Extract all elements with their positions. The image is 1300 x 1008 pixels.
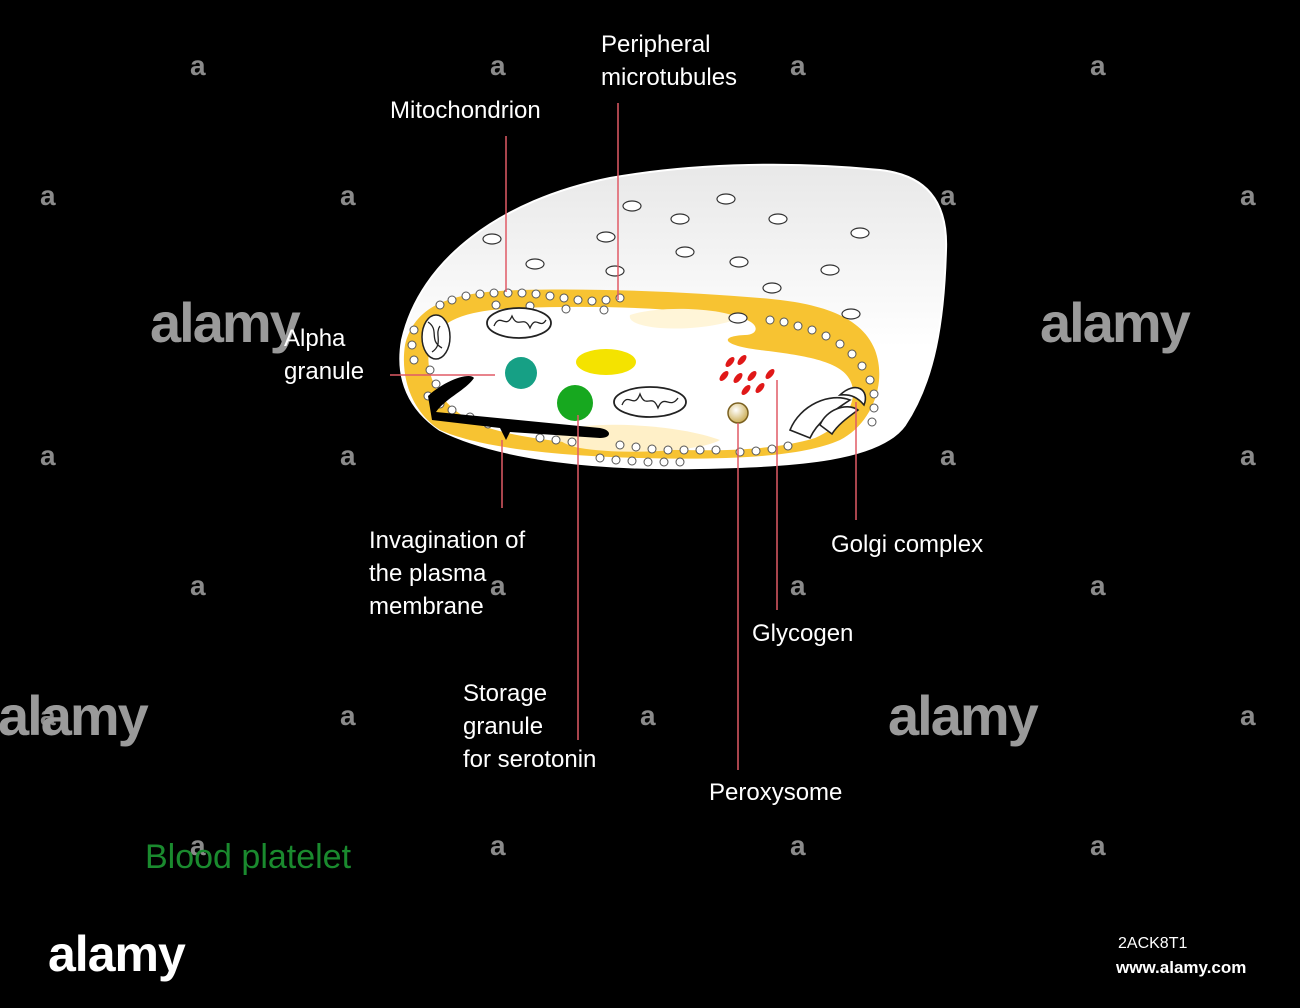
svg-text:alamy: alamy (888, 684, 1039, 747)
membrane-invagination (428, 376, 609, 440)
svg-text:alamy: alamy (1040, 291, 1191, 354)
svg-text:a: a (790, 570, 806, 601)
svg-text:a: a (1090, 50, 1106, 81)
label-line: Alpha (284, 325, 346, 352)
label-peripheral-microtubules: Peripheral microtubules (601, 28, 737, 94)
svg-text:a: a (790, 50, 806, 81)
svg-text:a: a (790, 830, 806, 861)
svg-text:a: a (490, 830, 506, 861)
label-line: Invagination of (369, 527, 526, 554)
svg-text:a: a (40, 180, 56, 211)
svg-text:a: a (190, 830, 206, 861)
svg-text:a: a (1240, 440, 1256, 471)
label-line: microtubules (601, 64, 738, 91)
svg-text:alamy: alamy (0, 684, 149, 747)
svg-text:a: a (40, 700, 56, 731)
label-line: Peripheral (601, 31, 711, 58)
svg-text:a: a (1240, 180, 1256, 211)
label-golgi-complex: Golgi complex (831, 528, 983, 561)
mitochondrion-middle (613, 386, 687, 418)
svg-text:a: a (490, 50, 506, 81)
label-line: for serotonin (463, 746, 597, 773)
label-line: Mitochondrion (390, 97, 541, 124)
label-line: membrane (369, 593, 484, 620)
lipid-granule (576, 349, 636, 375)
svg-text:a: a (190, 50, 206, 81)
label-line: Peroxysome (709, 779, 843, 806)
label-mitochondrion: Mitochondrion (390, 94, 541, 127)
svg-text:a: a (340, 700, 356, 731)
svg-text:a: a (1090, 830, 1106, 861)
label-line: Golgi complex (831, 531, 984, 558)
label-line: the plasma (369, 560, 487, 587)
serotonin-granule (557, 385, 593, 421)
svg-text:alamy: alamy (150, 291, 301, 354)
label-line: Glycogen (752, 620, 854, 647)
diagram-title: Blood platelet (145, 838, 352, 876)
label-invagination: Invagination of the plasma membrane (369, 524, 525, 623)
svg-text:a: a (190, 570, 206, 601)
label-alpha-granule: Alpha granule (284, 322, 364, 388)
svg-text:a: a (40, 440, 56, 471)
svg-text:a: a (1090, 570, 1106, 601)
svg-text:a: a (640, 700, 656, 731)
svg-text:a: a (340, 180, 356, 211)
label-line: granule (284, 358, 365, 385)
leader-lines (390, 103, 857, 770)
svg-text:a: a (1240, 700, 1256, 731)
stock-url: www.alamy.com (1116, 958, 1247, 977)
mitochondrion-left (421, 314, 451, 360)
cytoplasm-patch (629, 308, 740, 329)
svg-text:a: a (940, 440, 956, 471)
svg-text:a: a (940, 180, 956, 211)
label-storage-granule: Storage granule for serotonin (463, 677, 596, 776)
svg-text:a: a (340, 440, 356, 471)
peroxysome (727, 402, 749, 424)
alamy-logo: alamy (48, 926, 186, 982)
label-peroxysome: Peroxysome (709, 776, 842, 809)
label-line: Storage (463, 680, 548, 707)
mitochondrion (486, 307, 552, 339)
watermark-glyphs: a a a a a a a a a a a a a a a a a a a a a a a a (40, 50, 1256, 861)
surface-pores (482, 193, 870, 324)
svg-text:a: a (490, 570, 506, 601)
watermark-logos: alamy alamy alamy alamy (0, 291, 1193, 747)
label-line: granule (463, 713, 544, 740)
golgi-complex (788, 386, 867, 440)
alpha-granule (505, 357, 537, 389)
microtubule-beads (407, 288, 879, 467)
label-glycogen: Glycogen (752, 617, 853, 650)
glycogen-particles (719, 355, 775, 395)
stock-image-id: 2ACK8T1 (1118, 935, 1188, 952)
